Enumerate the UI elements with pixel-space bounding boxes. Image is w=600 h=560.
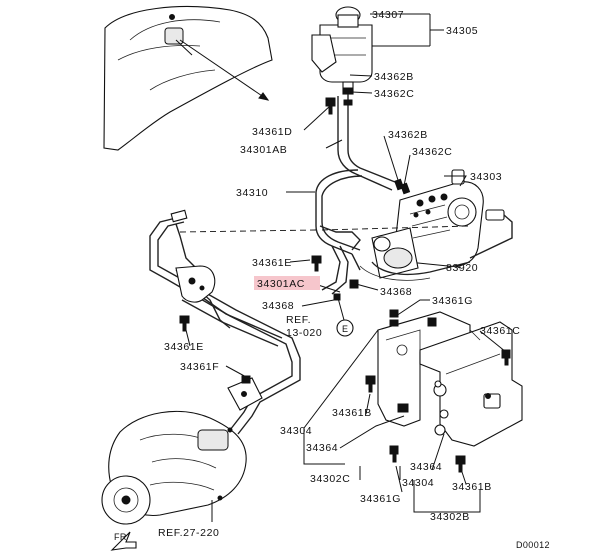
label-34303: 34303 xyxy=(470,171,502,183)
label-34362C-top: 34362C xyxy=(374,88,414,100)
label-34361D: 34361D xyxy=(252,126,292,138)
bolt-34361B-mid xyxy=(365,375,376,393)
label-34361F: 34361F xyxy=(180,361,219,373)
bolt-34368 xyxy=(333,279,359,301)
label-34361B-mid: 34361B xyxy=(332,407,372,419)
harness-83920 xyxy=(371,261,471,276)
label-34364-right: 34364 xyxy=(410,461,442,473)
label-34361E-mid: 34361E xyxy=(252,257,292,269)
brake-lines-34310 xyxy=(315,169,363,295)
label-34364-mid: 34364 xyxy=(306,442,338,454)
label-34368-right: 34368 xyxy=(380,286,412,298)
label-ref13-number: 13-020 xyxy=(286,327,322,339)
bolt-34361C xyxy=(501,349,511,366)
label-34310: 34310 xyxy=(236,187,268,199)
label-34362B-mid: 34362B xyxy=(388,129,428,141)
label-ref13: REF. xyxy=(286,314,311,326)
label-34307: 34307 xyxy=(372,9,404,21)
label-ref-27-220: REF.27-220 xyxy=(158,527,219,539)
label-34302B: 34302B xyxy=(430,511,470,523)
label-circle-E: E xyxy=(342,324,348,334)
reference-circle-E xyxy=(336,319,354,337)
label-34361C: 34361C xyxy=(480,325,520,337)
hose-clip xyxy=(343,87,353,94)
label-34302C: 34302C xyxy=(310,473,350,485)
label-34361G: 34361G xyxy=(432,295,473,307)
label-34301AB: 34301AB xyxy=(240,144,287,156)
bolt-34361G-bottom xyxy=(389,445,399,463)
label-34361G-bottom: 34361G xyxy=(360,493,401,505)
pump-assembly-34303 xyxy=(371,169,513,279)
rear-brake-lines xyxy=(149,209,301,435)
junction-bracket xyxy=(175,265,216,303)
label-34368-left: 34368 xyxy=(262,300,294,312)
label-34361E-left: 34361E xyxy=(164,341,204,353)
label-34304-mid: 34304 xyxy=(280,425,312,437)
reservoir-hose xyxy=(347,94,396,183)
bolt-34361E-mid xyxy=(311,255,322,272)
label-83920: 83920 xyxy=(446,262,478,274)
reservoir-tank xyxy=(311,6,373,95)
leader-lines xyxy=(185,13,507,522)
label-34361B-right: 34361B xyxy=(452,481,492,493)
front-direction-arrow xyxy=(110,531,137,551)
bolt-34361B-right xyxy=(455,455,466,473)
label-34362B-top: 34362B xyxy=(374,71,414,83)
label-34305: 34305 xyxy=(446,25,478,37)
label-34304-right: 34304 xyxy=(402,477,434,489)
line-flange xyxy=(227,375,263,411)
dashed-reference-line xyxy=(179,229,317,233)
bolt-34361G xyxy=(389,309,399,327)
label-FR: FR xyxy=(114,532,127,542)
differential-assembly xyxy=(101,410,247,525)
bolt-34361D xyxy=(325,97,336,115)
label-diagram-code: D00012 xyxy=(516,540,550,550)
label-34301AC: 34301AC xyxy=(257,278,305,290)
label-34362C-mid: 34362C xyxy=(412,146,452,158)
grommet-34364 xyxy=(434,380,449,419)
vehicle-location-inset xyxy=(103,6,273,151)
bolt-34361E-left xyxy=(179,315,190,332)
highlight-34301AC xyxy=(254,276,320,290)
